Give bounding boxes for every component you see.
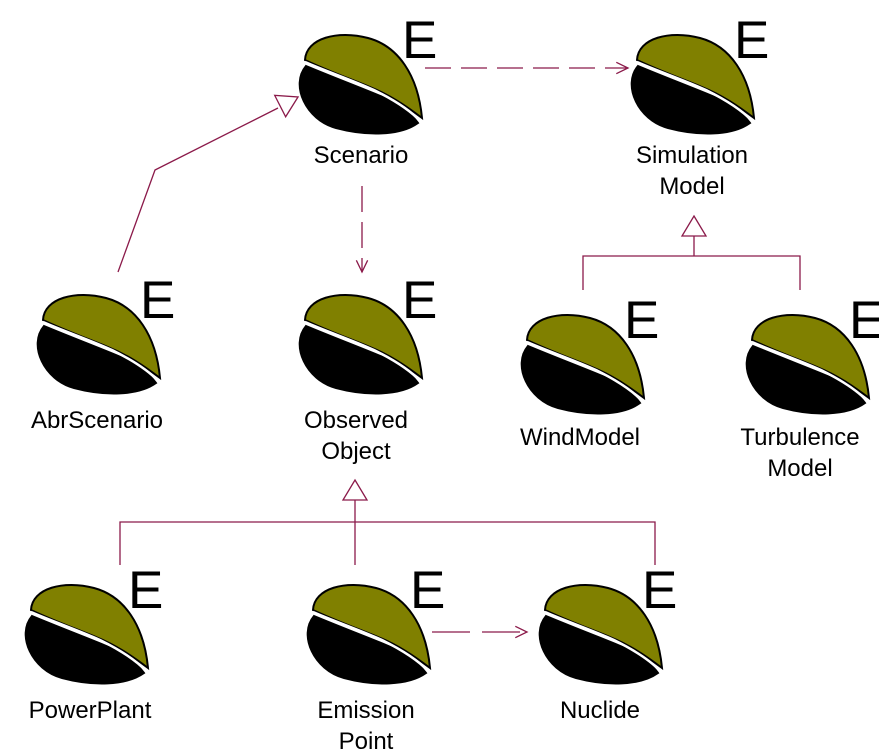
dependency-arrowhead xyxy=(616,61,630,75)
entity-label: Emission xyxy=(317,697,414,724)
entity-marker: E xyxy=(624,291,659,350)
entity-marker: E xyxy=(410,561,445,620)
entity-scenario[interactable]: E Scenario xyxy=(298,11,438,169)
entity-marker: E xyxy=(734,11,769,70)
entity-label: Observed xyxy=(304,407,408,434)
dependency-scenario-observedobject xyxy=(355,186,369,274)
entity-icon xyxy=(298,294,424,395)
entity-abr-scenario[interactable]: E AbrScenario xyxy=(31,271,175,434)
entity-label: WindModel xyxy=(520,424,640,451)
entity-icon xyxy=(24,584,150,685)
entity-label: Point xyxy=(339,728,394,755)
entity-icon xyxy=(306,584,432,685)
dependency-scenario-simulationmodel xyxy=(425,61,630,75)
dependency-emissionpoint-nuclide xyxy=(432,625,529,639)
generalization-arrowhead xyxy=(341,478,369,501)
entity-icon xyxy=(520,314,646,415)
entity-label: Scenario xyxy=(314,142,409,169)
entity-icon xyxy=(538,584,664,685)
entity-marker: E xyxy=(642,561,677,620)
entity-icon xyxy=(298,34,424,135)
generalization-objects-observedobject xyxy=(119,478,656,565)
entity-marker: E xyxy=(402,11,437,70)
entity-label: Nuclide xyxy=(560,697,640,724)
generalization-bus xyxy=(582,255,801,290)
entity-label: AbrScenario xyxy=(31,407,163,434)
relations-layer xyxy=(117,61,801,639)
entity-marker: E xyxy=(402,271,437,330)
entity-icon xyxy=(36,294,162,395)
entity-label: Object xyxy=(321,438,391,465)
entity-power-plant[interactable]: E PowerPlant xyxy=(24,561,164,724)
entity-label: Turbulence xyxy=(740,424,859,451)
entity-icon xyxy=(630,34,756,135)
generalization-line xyxy=(117,107,279,273)
generalization-bus xyxy=(119,521,656,565)
entity-nuclide[interactable]: E Nuclide xyxy=(538,561,678,724)
entity-icon xyxy=(745,314,871,415)
entity-marker: E xyxy=(128,561,163,620)
entity-label: Simulation xyxy=(636,142,748,169)
generalization-models-simulationmodel xyxy=(582,214,801,290)
entity-marker: E xyxy=(849,291,879,350)
entity-wind-model[interactable]: E WindModel xyxy=(520,291,659,451)
entity-label: Model xyxy=(659,173,724,200)
dependency-arrowhead xyxy=(355,260,369,274)
dependency-arrowhead xyxy=(515,625,529,639)
generalization-arrowhead xyxy=(680,214,708,237)
entity-label: PowerPlant xyxy=(29,697,152,724)
generalization-abrscenario-scenario xyxy=(117,94,300,273)
entities-layer: EScenarioESimulationModelEAbrScenarioEOb… xyxy=(24,11,879,755)
generalization-arrowhead xyxy=(273,94,300,119)
entity-marker: E xyxy=(140,271,175,330)
entity-label: Model xyxy=(767,455,832,482)
